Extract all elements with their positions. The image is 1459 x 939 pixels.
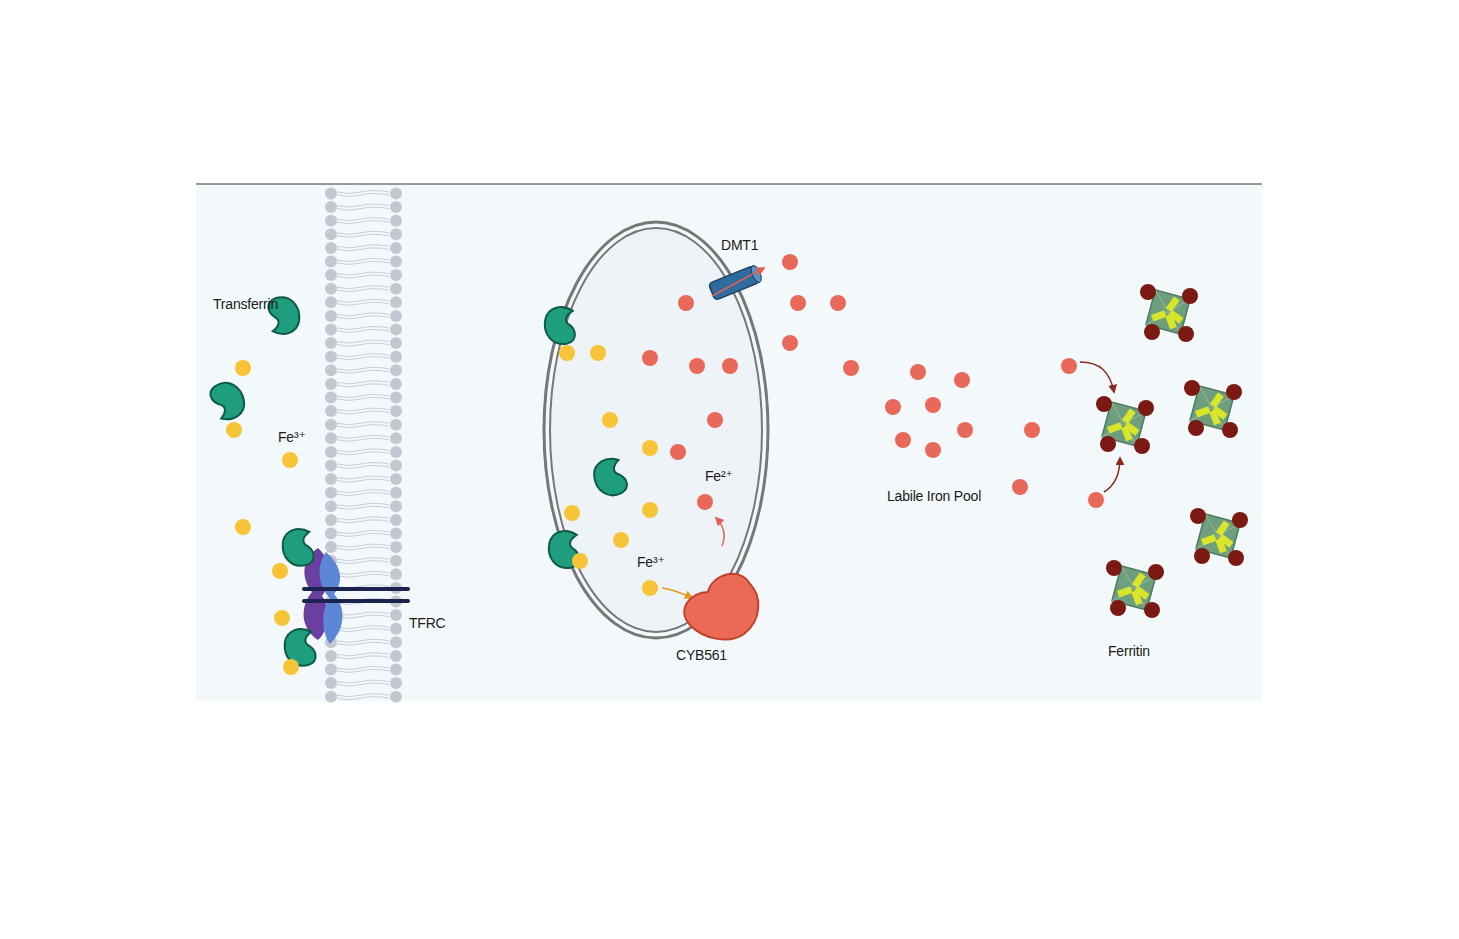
ion-label: Fe³⁺	[637, 555, 665, 570]
receptor-tfrc	[304, 548, 408, 644]
ion-label: Fe²⁺	[705, 469, 733, 484]
extracellular-transferrin-iron	[208, 294, 318, 675]
part-label: CYB561	[676, 648, 727, 663]
part-label: Ferritin	[1108, 644, 1150, 659]
top-rule	[196, 184, 1262, 185]
part-label: DMT1	[721, 238, 758, 253]
labile-iron-pool	[782, 254, 1104, 508]
ferritin-cages	[1080, 284, 1248, 618]
region-label: Labile Iron Pool	[887, 489, 981, 504]
ion-label: Fe³⁺	[278, 430, 306, 445]
part-label: Transferrin	[213, 297, 278, 312]
endosome	[543, 222, 768, 640]
background-panel	[196, 185, 1262, 701]
part-label: TFRC	[409, 616, 446, 631]
